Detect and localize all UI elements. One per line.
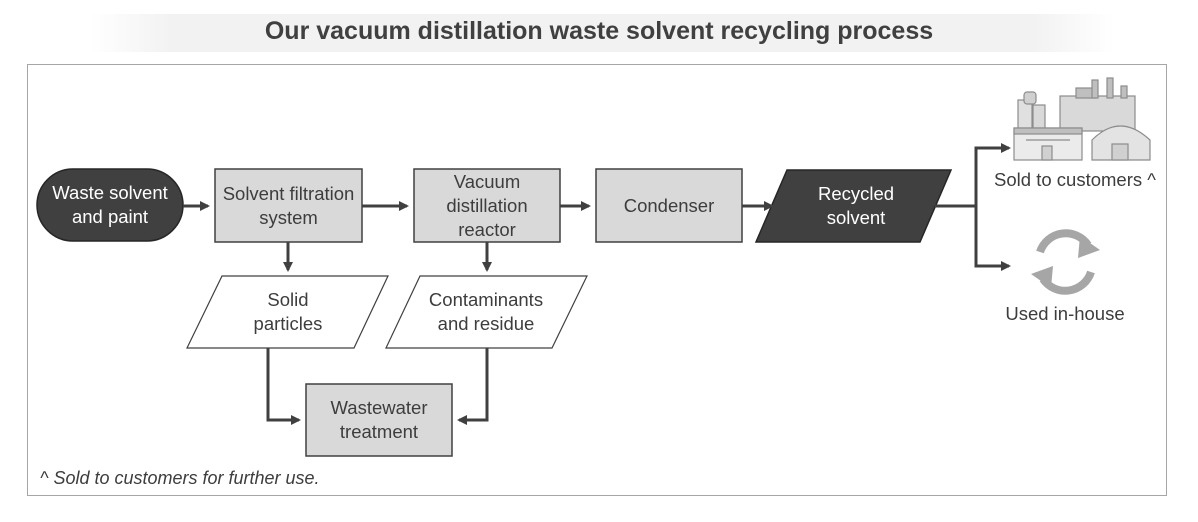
node-contaminants	[385, 275, 588, 349]
arrow-to-in-house	[974, 206, 1011, 271]
label-waste-solvent: Waste solvent and paint	[52, 182, 168, 227]
label-filtration: Solvent filtration system	[222, 182, 355, 228]
page-title: Our vacuum distillation waste solvent re…	[264, 17, 934, 45]
arrow-to-sold	[974, 143, 1011, 206]
label-contaminants: Contaminants and residue	[428, 289, 544, 334]
arrow-solids-to-wastewater	[266, 348, 301, 425]
node-wastewater	[305, 383, 453, 457]
node-condenser	[595, 168, 743, 243]
label-solid-particles: Solid particles	[253, 289, 323, 334]
node-solid-particles	[186, 275, 389, 349]
diagram-frame	[27, 64, 1167, 496]
recycle-arrow-head-bottom	[1031, 266, 1053, 288]
label-sold-to-customers: Sold to customers ^	[994, 169, 1156, 190]
label-reactor: Vacuum distillation reactor	[446, 170, 528, 240]
node-recycled	[754, 169, 953, 243]
title-background	[90, 14, 1115, 52]
arrow-contaminants-to-wastewater	[457, 348, 489, 425]
label-recycled: Recycled solvent	[817, 183, 895, 228]
label-used-in-house: Used in-house	[1005, 303, 1125, 324]
recycle-arrow-head-top	[1078, 236, 1100, 258]
label-condenser: Condenser	[623, 194, 715, 216]
factory-icon	[1013, 77, 1151, 161]
label-wastewater: Wastewater treatment	[330, 397, 428, 442]
footnote: ^ Sold to customers for further use.	[40, 468, 320, 488]
